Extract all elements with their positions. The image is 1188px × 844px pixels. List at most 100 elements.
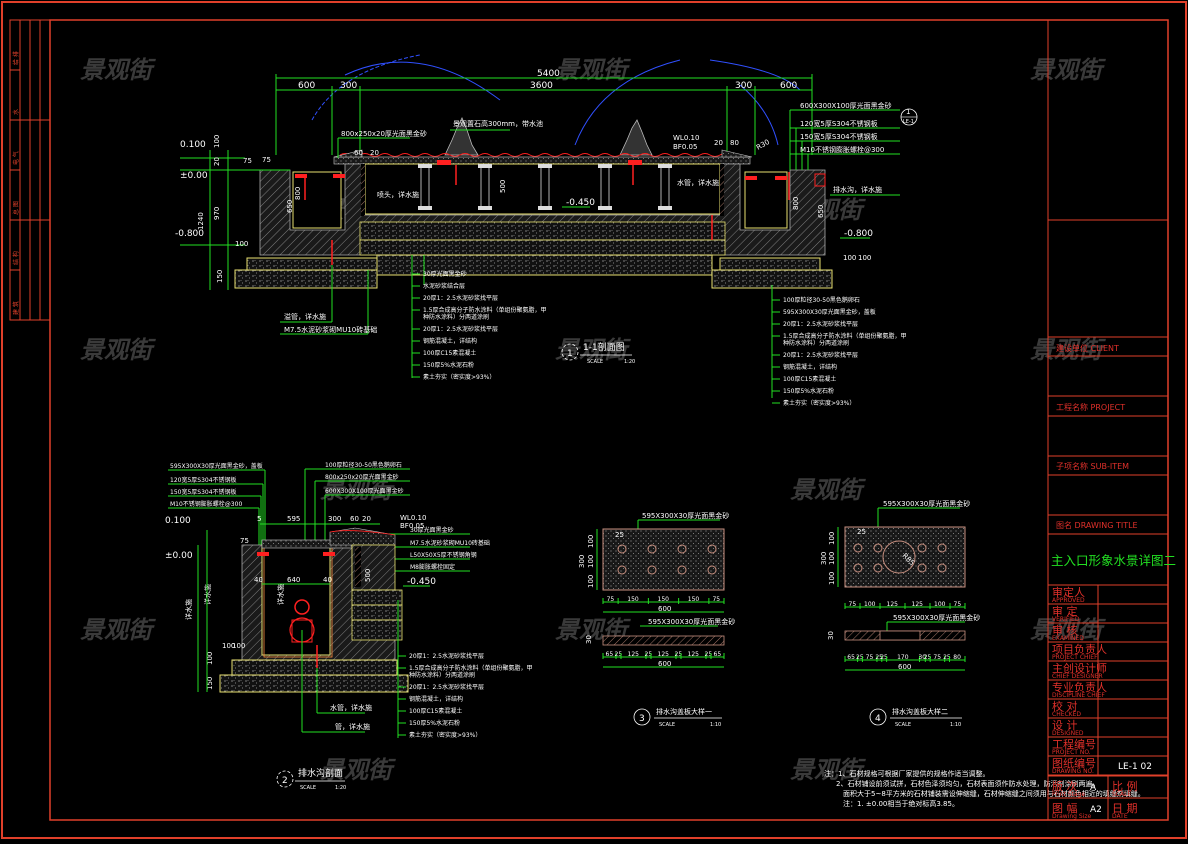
pedestal-cap	[598, 164, 612, 168]
dim: 25	[615, 651, 623, 658]
water-level: WL0.10	[400, 514, 426, 522]
layer-note: 1.5厚合成高分子防水涂料（单组份聚氨脂，甲	[409, 664, 533, 672]
dim: 75	[712, 596, 720, 603]
layer-note: 100厚C15素混凝土	[783, 375, 836, 383]
dim: 125	[887, 601, 899, 608]
dim: 75	[866, 654, 874, 661]
dim: 3600	[530, 81, 553, 91]
layer-note: 100厚C15素混凝土	[423, 349, 476, 357]
dim: 60	[350, 515, 359, 523]
dim: 75	[954, 601, 962, 608]
layer-note: 素土夯实（密实度>93%）	[409, 731, 481, 739]
svg-text:SCALE: SCALE	[895, 722, 911, 728]
size-value: A2	[1090, 805, 1102, 815]
pedestal-cap	[538, 164, 552, 168]
signature-row-label: 工程编号	[1052, 737, 1096, 751]
dim: 600	[658, 605, 671, 613]
drain-hole	[707, 544, 717, 554]
dim: 600	[658, 660, 671, 668]
material-note: 595X300X30厚光面黑金砂	[893, 613, 980, 622]
material-note: 595X300X30厚光面黑金砂	[883, 499, 970, 508]
dim: 25	[875, 654, 883, 661]
layer-note: 20厚1：2.5水泥砂浆找平层	[423, 294, 498, 302]
svg-text:3: 3	[639, 714, 645, 724]
material-note: 150宽5厚S304不锈钢板	[800, 132, 878, 141]
pedestal	[540, 165, 550, 209]
dim: 40	[254, 576, 263, 584]
subitem-label: 子项名称 SUB-ITEM	[1056, 461, 1129, 471]
dim: 800	[294, 187, 302, 200]
drain-hole	[917, 563, 927, 573]
dim: 30	[918, 654, 926, 661]
left-signature-stamp: 给 排水电 气总 图结 构建 筑	[9, 19, 51, 321]
signature-row-label: 审定人	[1052, 585, 1085, 599]
detail-callout: 1 LE-1	[900, 108, 918, 126]
material-note: 150宽5厚S304不锈钢板	[170, 488, 237, 496]
signature-row-label: 主创设计师	[1052, 662, 1107, 675]
material-note: 溢管，详水施	[284, 312, 326, 321]
layer-note: 种防水涂料）分两道涂刷	[409, 671, 475, 679]
svg-text:SCALE: SCALE	[1112, 791, 1131, 798]
layer-note: 20厚1：2.5水泥砂浆找平层	[783, 320, 858, 328]
layer-note: 1.5厚合成高分子防水涂料（单组份聚氨脂，甲	[423, 306, 547, 314]
section-2-title: 2 排水沟剖面 SCALE 1:20	[276, 767, 346, 791]
inner-border	[49, 19, 1169, 821]
dim: 100	[934, 601, 946, 608]
note-line: 注：1. ±0.00相当于绝对标高3.85。	[843, 799, 959, 808]
drawing-number: LE-1 02	[1118, 762, 1152, 772]
dim: 300	[820, 552, 828, 565]
drain-hole	[677, 565, 687, 575]
dim: 650	[286, 200, 294, 213]
drain-hole	[677, 544, 687, 554]
dim: R30	[755, 138, 771, 152]
svg-text:1: 1	[906, 108, 910, 116]
layer-note: 595X300X30厚光面黑金砂，盖板	[783, 308, 876, 316]
layer-note: 150厚5%水泥石粉	[409, 719, 460, 727]
dim: 125	[912, 601, 924, 608]
stamp-label: 给 排	[12, 51, 20, 65]
dim: 125	[658, 651, 670, 658]
material-note: 600X300X100厚光面黑金砂	[325, 487, 404, 495]
signature-row-sublabel: CHECKED	[1052, 711, 1081, 718]
dim: 595	[287, 515, 300, 523]
pedestal-base	[598, 206, 612, 210]
drain-hole	[707, 565, 717, 575]
dim: 20	[213, 157, 221, 166]
dim: 970	[213, 207, 221, 220]
material-note: 100厚粒径30-50黑色鹅卵石	[325, 461, 402, 469]
dim: 1240	[197, 212, 205, 230]
dim: 75	[607, 596, 615, 603]
dim: 100	[232, 642, 245, 650]
stamp-label: 结 构	[12, 251, 20, 265]
svg-text:排水沟盖板大样二: 排水沟盖板大样二	[892, 707, 948, 716]
svg-text:SCALE: SCALE	[300, 785, 316, 791]
layer-note: 150厚5%水泥石粉	[783, 387, 834, 395]
watermark: 景观街	[80, 56, 156, 84]
dim: 600	[298, 81, 315, 91]
drain-hole	[873, 563, 883, 573]
material-note: 管，详水施	[335, 722, 370, 731]
signature-row-label: 设 计	[1052, 719, 1078, 732]
drain-hole	[853, 563, 863, 573]
pedestal-cap	[418, 164, 432, 168]
drain-hole	[647, 544, 657, 554]
section-1-title: 1 1-1剖面图 SCALE 1:20	[561, 341, 635, 365]
level-mark: 0.100	[180, 140, 206, 150]
material-note: 排水沟，详水施	[833, 185, 882, 194]
material-note: 120宽5厚S304不锈钢板	[170, 476, 237, 484]
dim: 100	[864, 601, 876, 608]
dim: 800	[792, 197, 800, 210]
stamp-label: 总 图	[12, 201, 20, 215]
dim: 100	[235, 240, 248, 248]
scale-label: 比 例	[1112, 779, 1138, 793]
watermark: 景观街	[790, 476, 866, 504]
title-block: 建设单位 CLIENT 工程名称 PROJECT 子项名称 SUB-ITEM 图…	[1047, 20, 1176, 820]
svg-text:4: 4	[875, 714, 881, 724]
dim: 500	[364, 569, 372, 582]
dim: 25	[705, 651, 713, 658]
dim-total: 5400	[537, 69, 560, 79]
material-note: M10不锈钢膨胀螺栓@300	[170, 500, 242, 508]
